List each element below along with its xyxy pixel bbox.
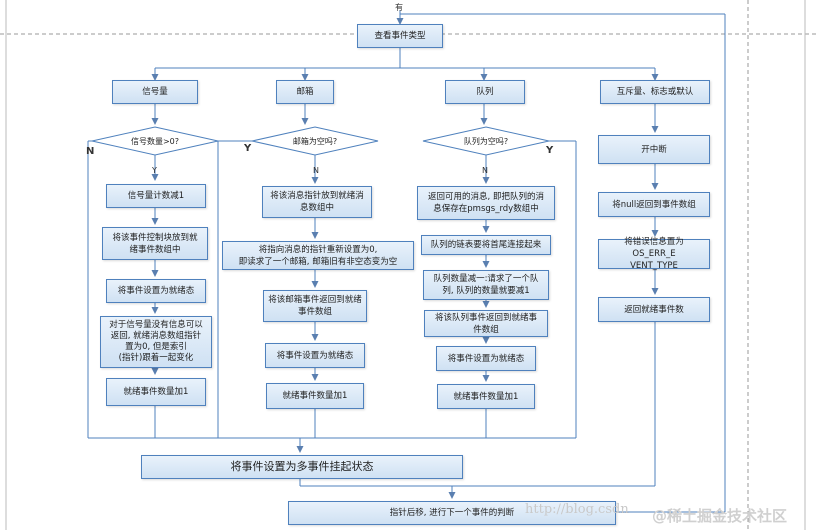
set-error-node: 将错误信息置为OS_ERR_E VENT_TYPE <box>598 237 710 271</box>
mbox-put-ready-array-node: 将该消息指针放到就绪消 息数组中 <box>262 186 372 218</box>
mbox-set-ready-node: 将事件设置为就绪态 <box>265 343 365 368</box>
check-event-type-node: 查看事件类型 <box>357 24 443 48</box>
mailbox-node: 邮箱 <box>276 80 334 104</box>
mutex-flag-default-node: 互斥量、标志或默认 <box>600 80 710 104</box>
queue-yes-label: Y <box>546 145 554 156</box>
enable-interrupt-node: 开中断 <box>598 135 710 164</box>
queue-set-ready-node: 将事件设置为就绪态 <box>436 346 536 371</box>
queue-ready-count-node: 就绪事件数量加1 <box>437 384 535 409</box>
sem-no-label: N <box>86 146 95 157</box>
queue-return-event-node: 将该队列事件返回到就绪事 件数组 <box>424 310 548 337</box>
queue-decrement-node: 队列数量减一:请求了一个队 列, 队列的数量就要减1 <box>423 270 549 300</box>
queue-link-list-node: 队列的链表要将首尾连接起来 <box>421 235 551 255</box>
mbox-return-event-node: 将该邮箱事件返回到就绪 事件数组 <box>263 290 367 322</box>
queue-decision: 队列为空吗? <box>463 137 509 146</box>
queue-no-label: N <box>482 166 488 175</box>
mbox-no-label: N <box>313 166 319 175</box>
return-null-node: 将null返回到事件数组 <box>598 192 710 217</box>
queue-node: 队列 <box>445 80 525 104</box>
watermark-url: http://blog.csdn <box>525 502 629 517</box>
sem-set-ready-node: 将事件设置为就绪态 <box>106 279 206 303</box>
semaphore-node: 信号量 <box>112 80 198 104</box>
mbox-yes-label: Y <box>244 143 252 154</box>
watermark-brand: @稀土掘金技术社区 <box>652 507 788 525</box>
set-multi-pend-node: 将事件设置为多事件挂起状态 <box>141 455 463 479</box>
sem-no-message-node: 对于信号量没有信息可以 返回, 就绪消息数组指针 置为0, 但是索引 (指针)跟… <box>100 316 212 368</box>
sem-yes-label: Y <box>152 166 157 175</box>
sem-decrement-node: 信号量计数减1 <box>106 184 206 208</box>
return-ready-count-node: 返回就绪事件数 <box>598 297 710 322</box>
top-yes-label: 有 <box>395 3 403 12</box>
mbox-ready-count-node: 就绪事件数量加1 <box>266 383 364 409</box>
sem-ready-count-node: 就绪事件数量加1 <box>106 378 206 406</box>
queue-return-message-node: 返回可用的消息, 即把队列的消 息保存在pmsgs_rdy数组中 <box>417 186 555 220</box>
mbox-reset-pointer-node: 将指向消息的指针重新设置为0, 即读求了一个邮箱, 邮箱旧有非空态变为空 <box>222 241 414 270</box>
mailbox-decision: 邮箱为空吗? <box>292 137 338 146</box>
semaphore-decision: 信号数量>0? <box>130 137 180 146</box>
pointer-next-node: 指针后移, 进行下一个事件的判断 <box>288 501 616 525</box>
sem-put-ready-array-node: 将该事件控制块放到就 绪事件数组中 <box>102 227 208 260</box>
